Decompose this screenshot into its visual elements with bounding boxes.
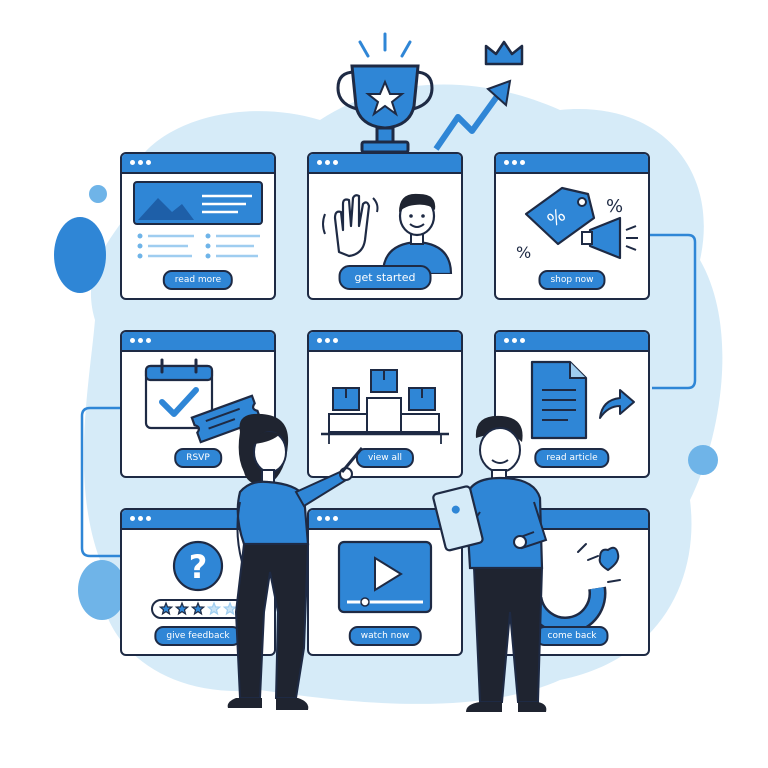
window-dot xyxy=(138,516,143,521)
window-dot xyxy=(138,160,143,165)
window-dot xyxy=(138,338,143,343)
growth-arrow-icon xyxy=(433,79,512,151)
image-text-icon xyxy=(133,181,263,259)
boxes-podium-icon xyxy=(321,369,449,444)
window-title-bar xyxy=(309,154,461,174)
card-read-more: read more xyxy=(120,152,276,300)
window-dot xyxy=(504,160,509,165)
svg-text:%: % xyxy=(516,243,531,262)
read-article-button[interactable]: read article xyxy=(534,448,610,468)
window-dot xyxy=(317,160,322,165)
calendar-ticket-icon xyxy=(144,358,263,444)
window-dot xyxy=(130,160,135,165)
card-read-article: read article xyxy=(494,330,650,478)
card-watch-now: watch now xyxy=(307,508,463,656)
trophy-icon xyxy=(336,32,434,154)
get-started-button[interactable]: get started xyxy=(338,265,432,290)
give-feedback-button[interactable]: give feedback xyxy=(154,626,242,646)
window-dot xyxy=(504,338,509,343)
svg-text:%: % xyxy=(606,196,623,217)
window-dot xyxy=(146,338,151,343)
come-back-button[interactable]: come back xyxy=(535,626,609,646)
man-holding-tablet xyxy=(432,415,548,712)
video-player-icon xyxy=(337,540,433,614)
window-title-bar xyxy=(496,154,648,174)
question-mark-icon: ? xyxy=(189,548,208,586)
window-title-bar xyxy=(122,154,274,174)
card-shop-now: % % % shop now xyxy=(494,152,650,300)
card-view-all: view all xyxy=(307,330,463,478)
window-dot xyxy=(333,338,338,343)
window-dot xyxy=(325,338,330,343)
window-dot xyxy=(333,160,338,165)
window-title-bar xyxy=(496,332,648,352)
window-title-bar xyxy=(122,510,274,530)
star-empty-icon xyxy=(222,601,238,616)
document-share-icon xyxy=(530,360,635,440)
rsvp-button[interactable]: RSVP xyxy=(174,448,222,468)
question-stars-icon: ? xyxy=(151,540,245,619)
window-dot xyxy=(325,516,330,521)
window-title-bar xyxy=(309,332,461,352)
window-dot xyxy=(512,338,517,343)
window-dot xyxy=(130,338,135,343)
window-title-bar xyxy=(309,510,461,530)
read-more-button[interactable]: read more xyxy=(162,270,234,290)
star-filled-icon xyxy=(190,601,206,616)
price-tag-megaphone-icon: % % % xyxy=(516,186,638,262)
window-dot xyxy=(333,516,338,521)
watch-now-button[interactable]: watch now xyxy=(348,626,422,646)
rating-stars xyxy=(158,601,238,616)
window-dot xyxy=(317,338,322,343)
window-dot xyxy=(520,338,525,343)
window-dot xyxy=(317,516,322,521)
window-title-bar xyxy=(122,332,274,352)
waving-person-icon xyxy=(322,193,453,274)
card-rsvp: RSVP xyxy=(120,330,276,478)
window-dot xyxy=(512,160,517,165)
woman-pointing-pen xyxy=(227,413,364,710)
window-dot xyxy=(130,516,135,521)
window-dot xyxy=(520,160,525,165)
shop-now-button[interactable]: shop now xyxy=(538,270,606,290)
crown-icon xyxy=(484,40,524,66)
star-filled-icon xyxy=(174,601,190,616)
window-dot xyxy=(146,516,151,521)
window-dot xyxy=(146,160,151,165)
card-get-started: get started xyxy=(307,152,463,300)
star-empty-icon xyxy=(206,601,222,616)
star-filled-icon xyxy=(158,601,174,616)
view-all-button[interactable]: view all xyxy=(355,448,415,468)
window-dot xyxy=(325,160,330,165)
